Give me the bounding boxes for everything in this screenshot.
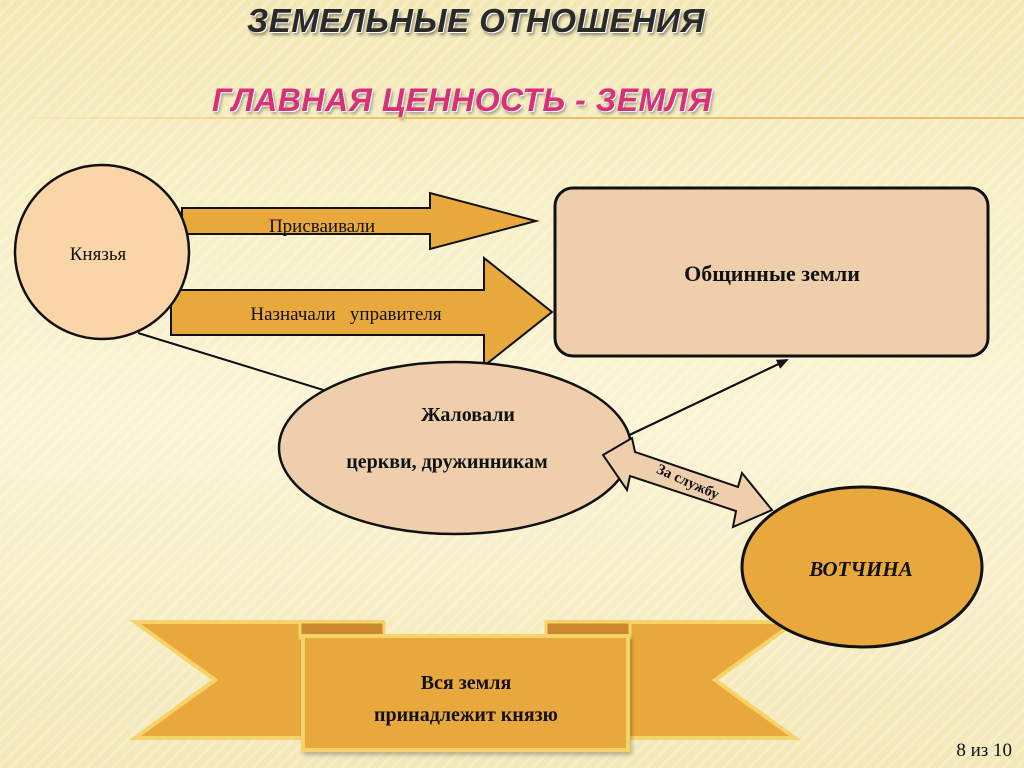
slide-title: ЗЕМЕЛЬНЫЕ ОТНОШЕНИЯ: [247, 2, 705, 39]
appoint-manager-arrow: [170, 255, 554, 369]
for-service-arrow: [601, 436, 774, 529]
ownership-banner: [128, 620, 802, 752]
communal-lands-box: [553, 186, 990, 358]
communal-lands-label: Общинные земли: [684, 261, 860, 286]
princes-node: [13, 163, 191, 341]
banner-text-line1: Вся земля: [421, 672, 512, 694]
banner-text-line2: принадлежит князю: [374, 704, 558, 726]
appoint-manager-label: Назначали управителя: [250, 304, 442, 325]
page-counter: 8 из 10: [956, 740, 1012, 761]
appropriated-arrow: [181, 191, 540, 251]
appropriated-label: Присваивали: [269, 216, 375, 237]
votchina-label: ВОТЧИНА: [808, 557, 912, 581]
grants-node: [277, 360, 633, 536]
grants-label-line2: церкви, дружинникам: [346, 451, 548, 473]
banner-center: [301, 634, 630, 752]
princes-label: Князья: [70, 244, 127, 265]
title-divider: [0, 117, 1024, 119]
votchina-node: [740, 485, 984, 649]
grants-label-line1: Жаловали: [421, 404, 515, 426]
slide-subtitle: ГЛАВНАЯ ЦЕННОСТЬ - ЗЕМЛЯ: [211, 82, 713, 118]
